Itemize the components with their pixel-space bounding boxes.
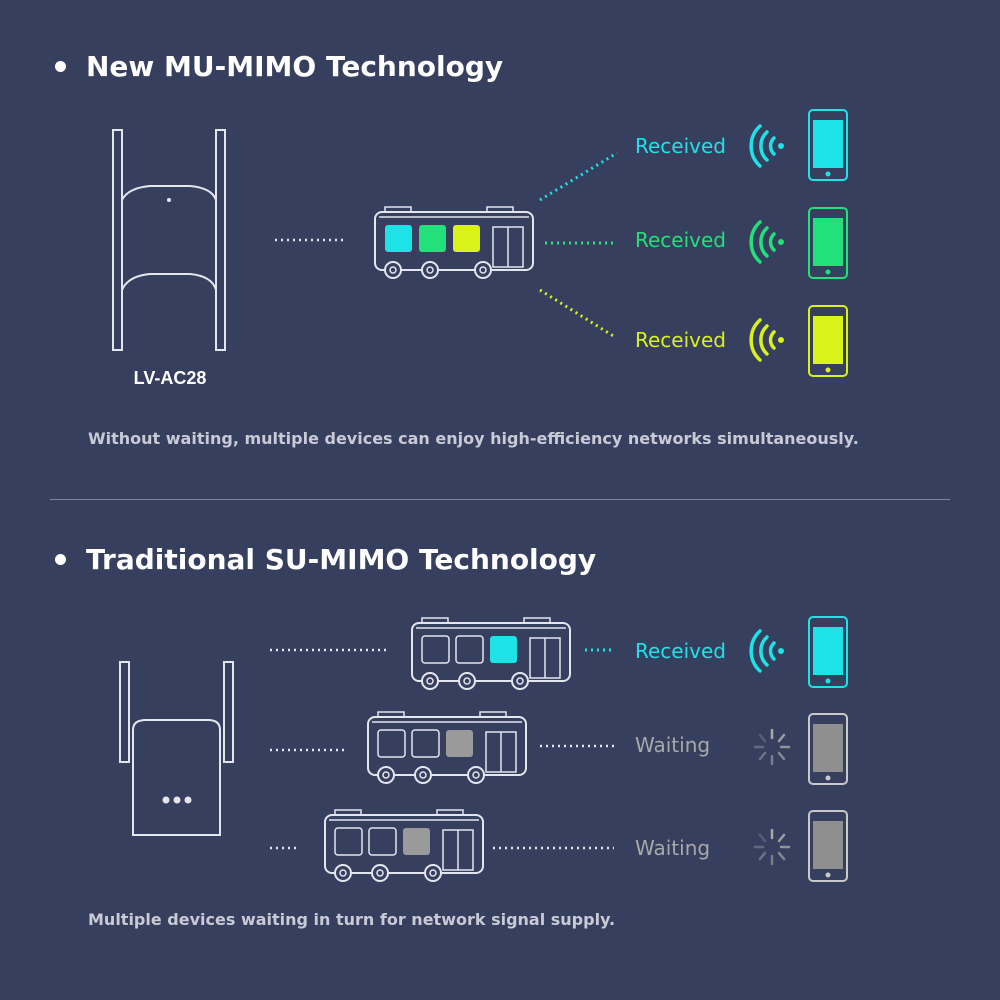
wifi-signal-icon bbox=[749, 629, 786, 673]
phone-icon bbox=[808, 616, 848, 688]
phone-icon bbox=[808, 305, 848, 377]
status-received: Received bbox=[635, 134, 726, 158]
su-title-text: Traditional SU-MIMO Technology bbox=[86, 543, 597, 576]
phone-icon bbox=[808, 713, 848, 785]
mu-caption: Without waiting, multiple devices can en… bbox=[88, 429, 859, 448]
bullet-icon bbox=[55, 554, 66, 565]
status-received: Received bbox=[635, 228, 726, 252]
wifi-signal-icon bbox=[749, 124, 786, 168]
wifi-signal-icon bbox=[749, 220, 786, 264]
bus-icon bbox=[324, 809, 484, 882]
status-waiting: Waiting bbox=[635, 733, 711, 757]
device-model-label: LV-AC28 bbox=[133, 368, 207, 388]
mu-title-text: New MU-MIMO Technology bbox=[86, 50, 504, 83]
bus-icon bbox=[411, 617, 571, 690]
section-divider bbox=[50, 499, 950, 500]
bus-icon bbox=[374, 206, 534, 279]
phone-icon bbox=[808, 109, 848, 181]
loading-spinner-icon bbox=[753, 728, 791, 766]
connection-line bbox=[539, 151, 618, 202]
router-icon bbox=[119, 661, 234, 836]
bus-icon bbox=[367, 711, 527, 784]
status-received: Received bbox=[635, 639, 726, 663]
wifi-signal-icon bbox=[749, 318, 786, 362]
su-section-title: Traditional SU-MIMO Technology bbox=[55, 543, 596, 576]
status-received: Received bbox=[635, 328, 726, 352]
loading-spinner-icon bbox=[753, 828, 791, 866]
mu-section-title: New MU-MIMO Technology bbox=[55, 50, 503, 83]
bullet-icon bbox=[55, 61, 66, 72]
su-caption: Multiple devices waiting in turn for net… bbox=[88, 910, 616, 929]
status-waiting: Waiting bbox=[635, 836, 711, 860]
connection-line bbox=[539, 288, 616, 339]
phone-icon bbox=[808, 207, 848, 279]
phone-icon bbox=[808, 810, 848, 882]
router-icon bbox=[112, 129, 226, 351]
